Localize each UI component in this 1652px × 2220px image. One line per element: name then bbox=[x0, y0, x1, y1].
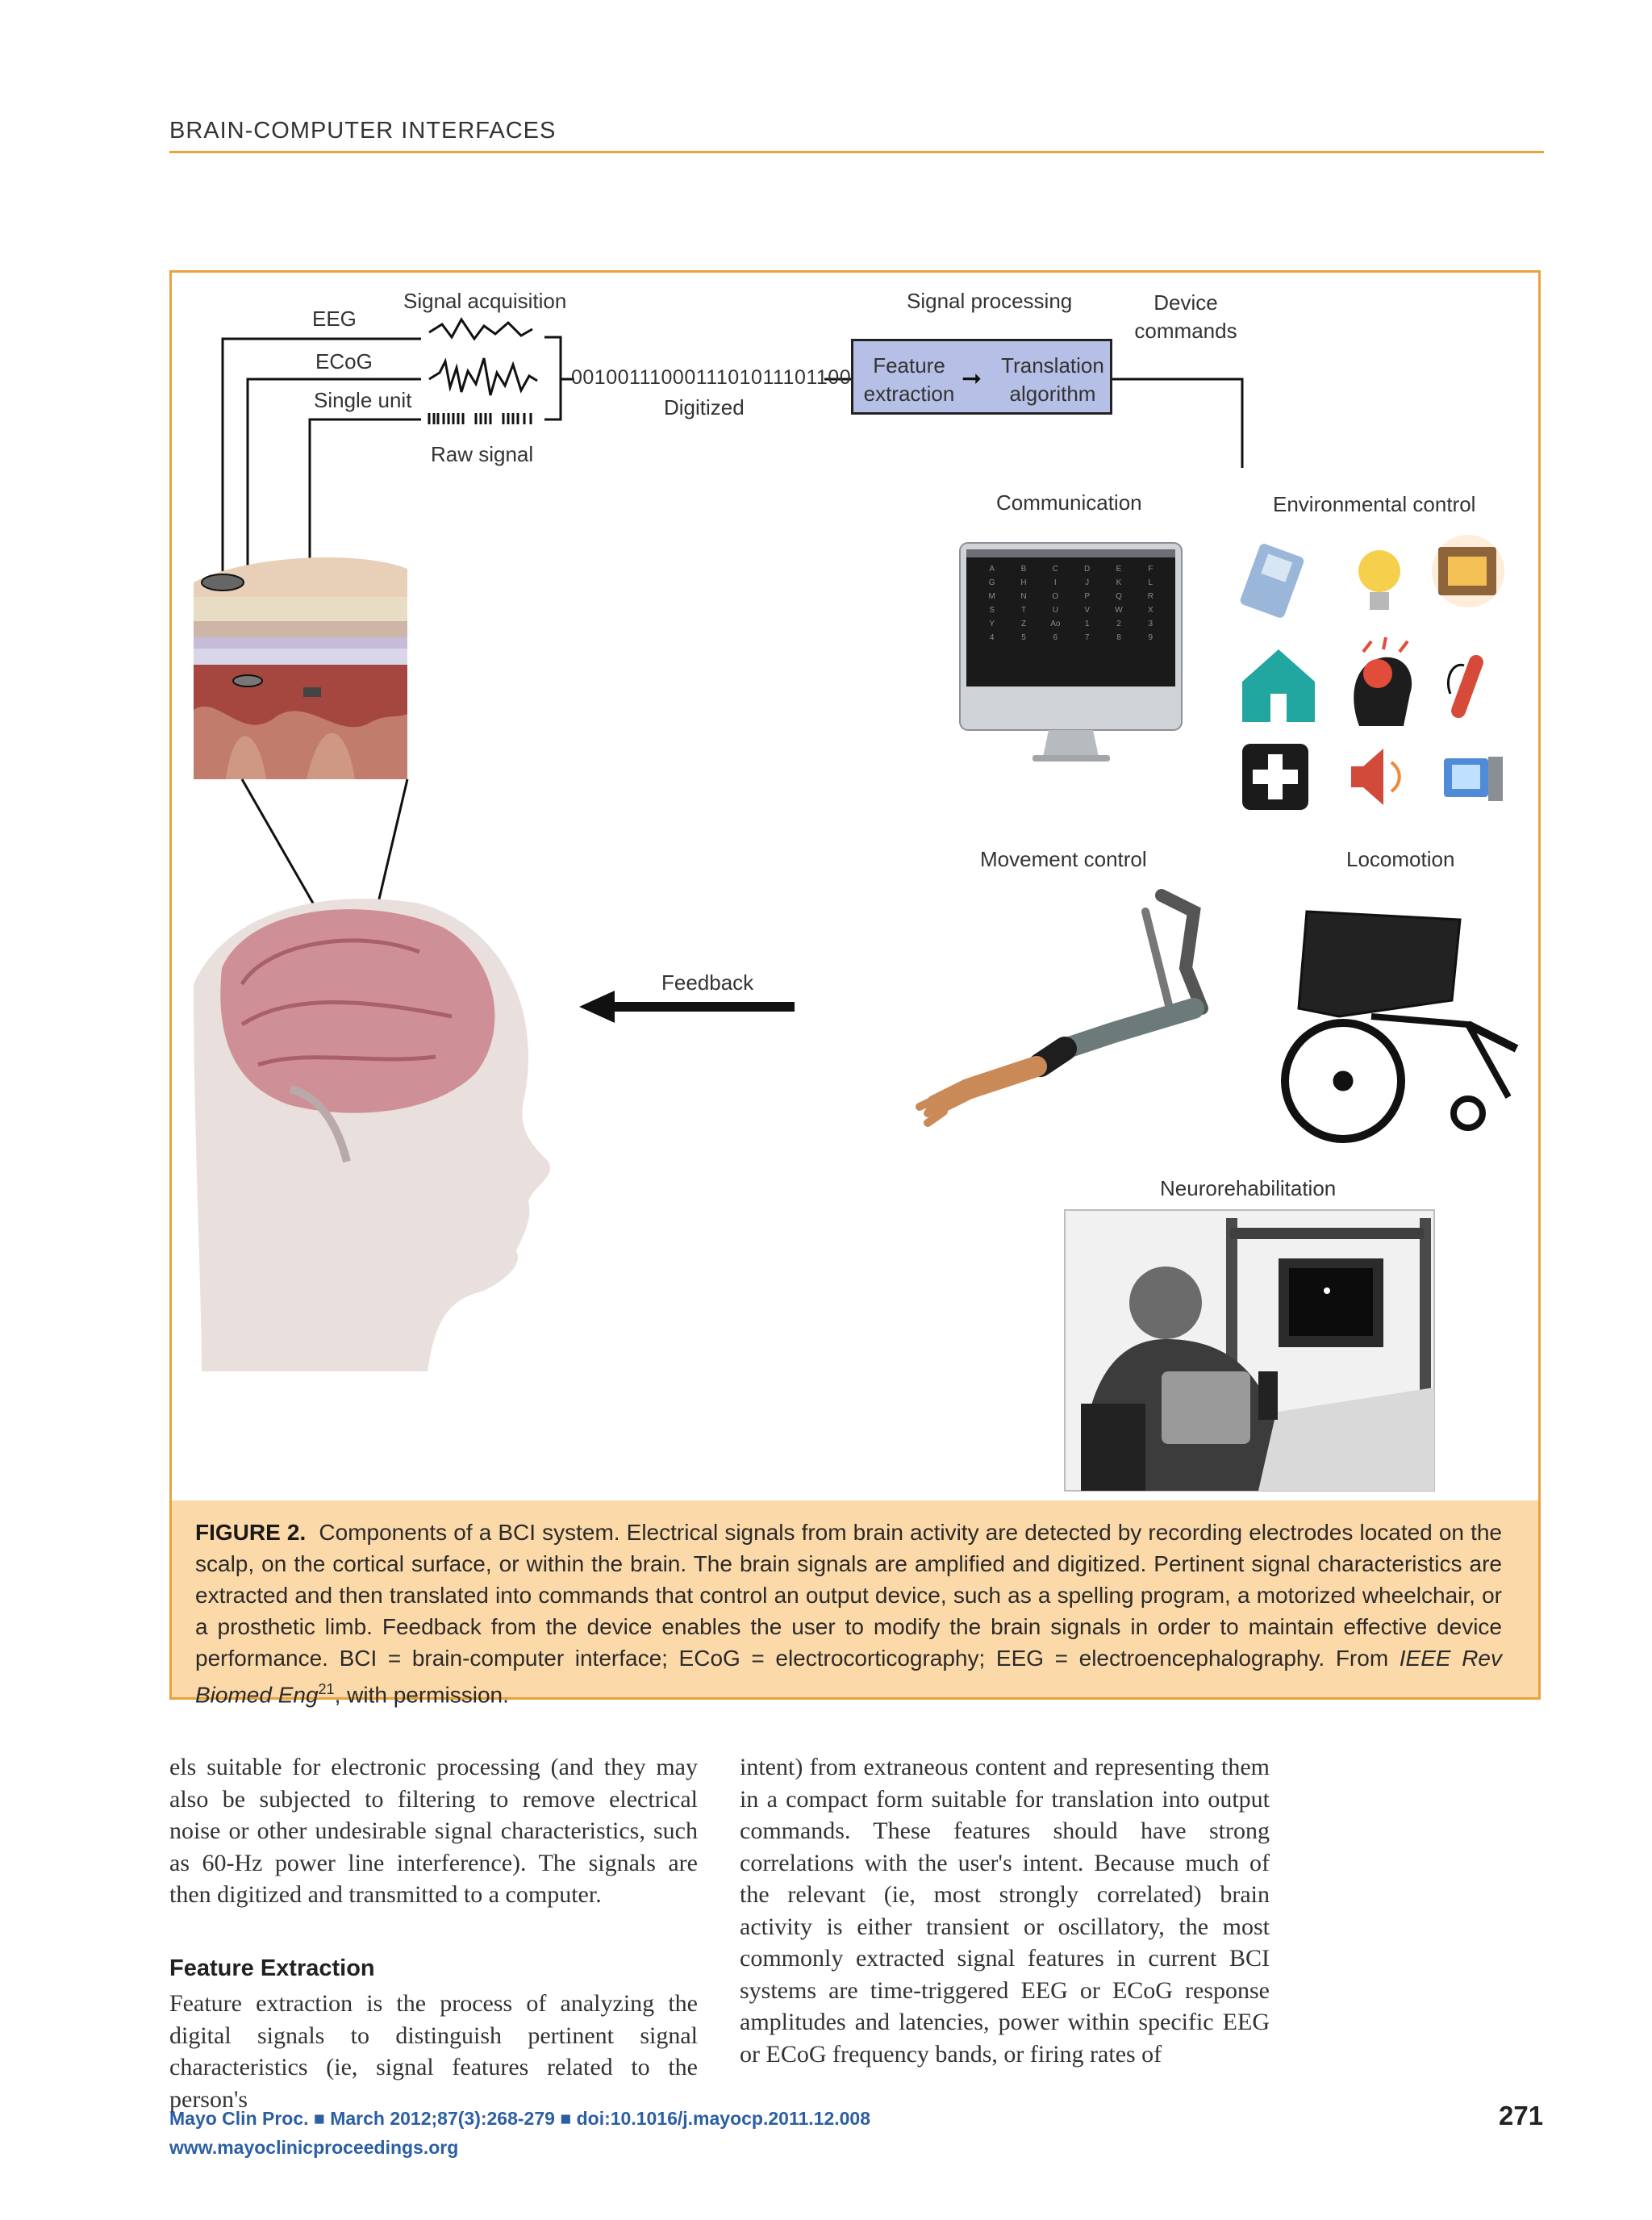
speller-letter: 7 bbox=[1084, 633, 1090, 642]
caption-panel bbox=[172, 1500, 1538, 1697]
speller-letter: 8 bbox=[1116, 633, 1121, 642]
device-commands-line2: commands bbox=[1134, 319, 1237, 343]
speller-letter: Q bbox=[1116, 592, 1122, 601]
tissue-section bbox=[194, 557, 407, 779]
raw-signal-label: Raw signal bbox=[431, 442, 534, 466]
eeg-label: EEG bbox=[312, 307, 357, 331]
section-heading: Feature Extraction bbox=[169, 1955, 375, 1981]
speller-letter: X bbox=[1147, 606, 1153, 615]
speller-letter: D bbox=[1084, 565, 1091, 574]
speller-letter: W bbox=[1115, 606, 1123, 615]
speller-letter: 3 bbox=[1148, 620, 1153, 628]
feedback-label: Feedback bbox=[661, 970, 754, 995]
speller-letter: O bbox=[1052, 592, 1059, 601]
speller-letter: F bbox=[1148, 565, 1153, 574]
ecog-label: ECoG bbox=[315, 349, 373, 373]
signal-acquisition-label: Signal acquisition bbox=[403, 289, 567, 313]
speller-letter: 6 bbox=[1053, 633, 1058, 642]
speller-letter: B bbox=[1020, 565, 1027, 574]
ecog-trace bbox=[428, 357, 538, 396]
footer-url[interactable]: www.mayoclinicproceedings.org bbox=[169, 2137, 459, 2158]
speller-letter: Y bbox=[989, 620, 995, 628]
device-commands-label: Device commands bbox=[1129, 289, 1242, 345]
body-col1-paragraph2: Feature extraction is the process of ana… bbox=[169, 1990, 698, 2113]
caption-tail: , with permission. bbox=[334, 1682, 509, 1708]
speller-letter: S bbox=[989, 606, 995, 615]
speller-letter: G bbox=[988, 578, 995, 587]
signal-processing-label: Signal processing bbox=[907, 289, 1073, 313]
speller-letter: 1 bbox=[1084, 620, 1090, 628]
footer-citation: Mayo Clin Proc. ■ March 2012;87(3):268-2… bbox=[169, 2108, 871, 2129]
speller-letter: Ao bbox=[1050, 620, 1061, 628]
body-col2-paragraph1: intent) from extraneous content and repr… bbox=[740, 1754, 1270, 2068]
speller-letter: T bbox=[1020, 606, 1027, 615]
single-unit-label: Single unit bbox=[314, 388, 412, 412]
communication-label: Communication bbox=[996, 490, 1142, 515]
caption-text: Components of a BCI system. Electrical s… bbox=[195, 1520, 1502, 1671]
environmental-control-icons bbox=[1240, 535, 1504, 810]
speller-letter: V bbox=[1084, 606, 1090, 615]
translation-algorithm-label: Translation algorithm bbox=[996, 352, 1109, 408]
speller-letter: M bbox=[988, 592, 995, 601]
head-illustration bbox=[194, 899, 551, 1371]
speller-letter: E bbox=[1116, 565, 1122, 574]
speller-letter: L bbox=[1148, 578, 1153, 587]
feedback-arrow bbox=[579, 991, 795, 1023]
neurorehab-photo bbox=[1064, 1209, 1435, 1492]
speller-letter: H bbox=[1020, 578, 1027, 587]
speller-letter: R bbox=[1147, 592, 1153, 601]
running-title: BRAIN-COMPUTER INTERFACES bbox=[169, 118, 557, 144]
wheelchair bbox=[1281, 910, 1519, 1143]
feature-extraction-label: Feature extraction bbox=[857, 352, 962, 408]
header-rule bbox=[169, 151, 1544, 153]
speller-letter: 4 bbox=[989, 633, 995, 642]
neurorehabilitation-label: Neurorehabilitation bbox=[1160, 1176, 1337, 1200]
figure-caption: FIGURE 2. Components of a BCI system. El… bbox=[195, 1517, 1502, 1710]
speller-letter: 2 bbox=[1116, 620, 1121, 628]
body-col1-paragraph1: els suitable for electronic processing (… bbox=[169, 1754, 698, 1908]
speller-letter: K bbox=[1116, 578, 1122, 587]
speller-letter: 9 bbox=[1148, 633, 1153, 642]
speller-letter: J bbox=[1085, 578, 1090, 587]
speller-letter: 5 bbox=[1021, 633, 1026, 642]
speller-letter: N bbox=[1020, 592, 1027, 601]
digitized-label: Digitized bbox=[664, 395, 745, 419]
spike-trace bbox=[428, 413, 532, 424]
speller-letter: C bbox=[1052, 565, 1058, 574]
caption-ref: 21 bbox=[318, 1681, 335, 1697]
speller-letter: P bbox=[1084, 592, 1090, 601]
translation-line1: Translation bbox=[1001, 353, 1104, 378]
signal-processing-box bbox=[851, 339, 1112, 415]
device-commands-line1: Device bbox=[1153, 290, 1218, 315]
footer: Mayo Clin Proc. ■ March 2012;87(3):268-2… bbox=[169, 2104, 870, 2162]
locomotion-label: Locomotion bbox=[1346, 847, 1455, 871]
speller-letter: U bbox=[1052, 606, 1058, 615]
speller-letter: Z bbox=[1020, 620, 1027, 628]
eeg-trace bbox=[428, 317, 533, 341]
page-number: 271 bbox=[1499, 2101, 1544, 2130]
caption-source: IEEE Rev Biomed Eng bbox=[195, 1646, 1502, 1708]
speller-monitor bbox=[959, 542, 1183, 762]
speller-letter: A bbox=[989, 565, 995, 574]
translation-line2: algorithm bbox=[1009, 382, 1096, 406]
right-arrow-icon: ➞ bbox=[962, 365, 982, 392]
environmental-control-label: Environmental control bbox=[1273, 492, 1476, 516]
figure-label: FIGURE 2. bbox=[195, 1520, 307, 1545]
movement-control-label: Movement control bbox=[980, 847, 1147, 871]
speller-letter: I bbox=[1053, 578, 1057, 587]
feature-extraction-line2: extraction bbox=[863, 382, 955, 406]
prosthetic-arm bbox=[916, 889, 1208, 1127]
feature-extraction-line1: Feature bbox=[873, 353, 945, 378]
digitized-binary: 0010011100011101011101100 bbox=[571, 366, 852, 389]
speller-grid: A B C D E F G H I J K L M N O P Q R S T … bbox=[976, 565, 1166, 642]
